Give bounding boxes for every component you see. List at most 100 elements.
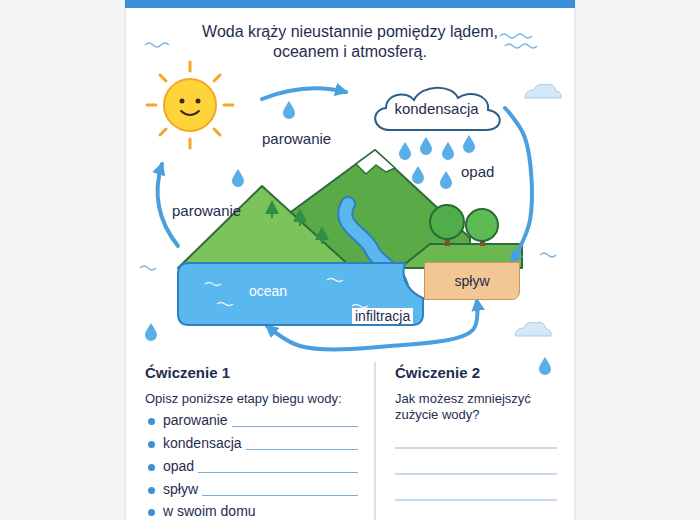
label-text: infiltracja [352,308,413,324]
wave-decoration-part [140,266,156,270]
trees-part [466,209,498,241]
exercise-lines-part [395,473,557,474]
exercise-lines-part [374,362,376,520]
condensation-cloud-outline-part [375,88,500,130]
bullet-dot [148,464,155,471]
mountains-part-part [265,200,279,214]
loose-drops-part [145,323,157,341]
sun-part [164,79,216,131]
ocean-region-outline-part [205,279,368,308]
mountains-part [356,150,395,174]
exercise-lines [375,362,557,520]
wave-decoration-part [145,43,169,47]
label-text: parowanie [172,202,241,219]
loose-drops-part [412,166,424,184]
bullet-item: kondensacja [148,435,358,453]
bullet-dot [148,441,155,448]
loose-drops-part [399,142,411,160]
ocean-region-outline-part-part [205,283,221,286]
bullet-dot [148,487,155,494]
answer-line [232,425,358,427]
sun-part-part [147,104,156,107]
bullet-item: parowanie [148,412,358,430]
exercise-lines-part [395,499,557,500]
ocean-region-outline-part [178,263,423,325]
sun-part-part [160,129,166,135]
small-cloud [515,84,561,336]
label-text: opad [163,458,194,476]
node-label: kondensacja [394,100,478,117]
label-text: Ćwiczenie 1 [145,364,230,381]
sun-part [196,99,201,104]
small-cloud-part [525,84,561,98]
mountains-part-part [299,221,301,226]
mountains-part-part [315,226,329,240]
exercise-heading: Ćwiczenie 1 [145,364,230,383]
mountains-part [178,186,352,268]
sun-part-part [189,139,192,148]
bullet-item: spływ [148,481,358,499]
exercise-question: Jak możesz zmniejszyć zużycie wody? [395,391,555,424]
loose-drops-part [442,142,454,160]
label-text: opad [461,163,494,180]
exercise-lines-part [395,447,557,448]
bullet-item: opad [148,458,358,476]
process-label: parowanie [172,202,241,221]
node-label: ocean [249,283,287,299]
ocean-region-outline-part-part [327,279,343,282]
trees [430,205,498,246]
sun-part [181,111,199,115]
label-text: Ćwiczenie 2 [395,364,480,381]
label-text: parowanie [163,412,228,430]
label-text: Jak możesz zmniejszyć zużycie wody? [395,391,531,422]
worksheet-card [125,0,575,520]
exercise-instruction: Opisz poniższe etapy biegu wody: [145,391,342,407]
cycle-arrow-part [262,88,346,99]
answer-line [198,471,358,473]
ocean-region-outline-part-part [217,303,233,306]
sun-part [180,99,185,104]
label-text: parowanie [262,130,331,147]
mountains-part [265,200,329,244]
loose-drops-part [539,357,551,375]
wave-decoration-part [500,34,532,38]
node-label: spływ [454,273,489,289]
sun-part-part [214,75,220,81]
label-text: w swoim domu [163,503,256,520]
runoff-band: spływ [424,262,520,300]
wave-decoration-part [540,253,556,257]
mountains-part-part [271,213,273,218]
loose-drops-part [283,101,295,119]
mountains-part-part [321,239,323,244]
answer-line [202,494,358,496]
mountains-part-part [293,208,307,222]
loose-drops-part [420,137,432,155]
loose-drops-part [440,171,452,189]
cycle-arrow [505,108,532,262]
process-label: parowanie [262,130,331,149]
sun-part-part [214,129,220,135]
condensation-cloud: kondensacja [368,86,505,130]
sun-part [147,62,233,148]
sun-part-part [160,75,166,81]
process-label: opad [461,163,494,182]
sun-part-part [189,62,192,71]
bullet-item: w swoim domu [148,503,358,520]
trees-part [430,205,464,239]
bullet-dot [148,418,155,425]
label-text: kondensacja [163,435,242,453]
header-bar [125,0,575,8]
answer-line [246,448,358,450]
bullet-dot [148,509,155,516]
small-cloud-part [515,322,551,336]
worksheet-title: Woda krąży nieustannie pomiędzy lądem, o… [175,22,525,62]
exercise-heading: Ćwiczenie 2 [395,364,480,383]
label-text: spływ [163,481,198,499]
wave-decoration-part [505,44,537,48]
label-text: Opisz poniższe etapy biegu wody: [145,391,342,406]
loose-drops [145,101,551,375]
